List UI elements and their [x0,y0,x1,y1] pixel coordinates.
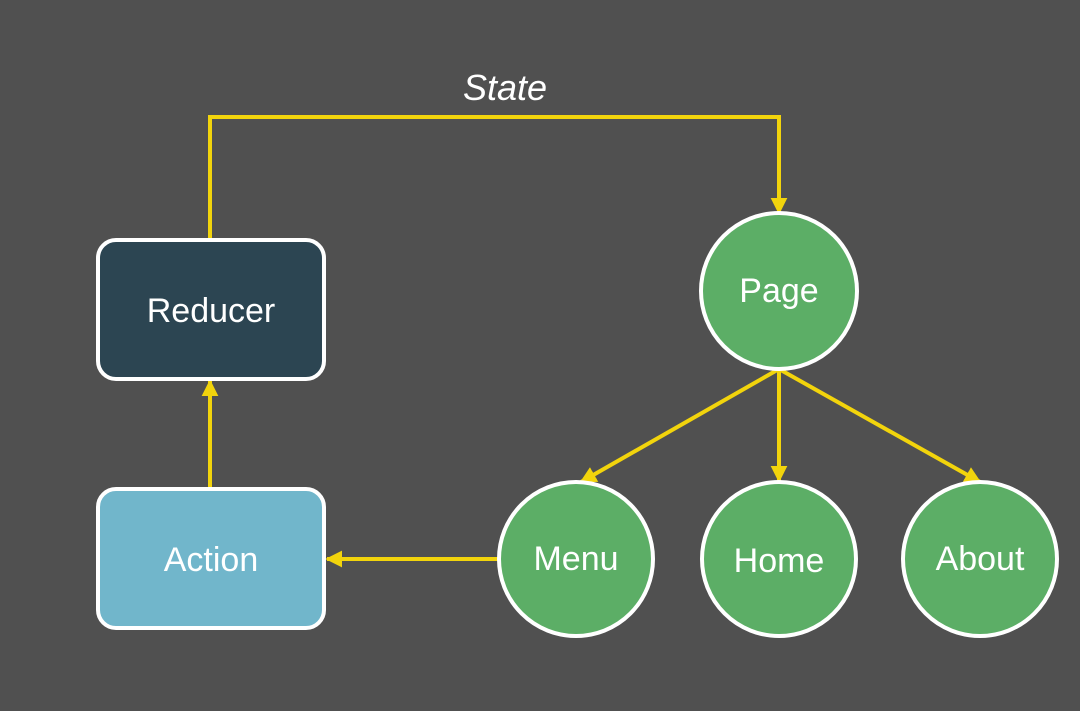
menu-circle [497,480,655,638]
home-node: Home [700,480,858,638]
page-node: Page [699,211,859,371]
reducer-label: Reducer [147,292,276,330]
state-edge-label: State [463,67,547,108]
reducer-box [96,238,326,381]
edge-state-reducer-to-page [208,115,788,240]
menu-node: Menu [497,480,655,638]
page-circle [699,211,859,371]
edge-page-to-about [778,367,982,484]
home-label: Home [734,542,825,580]
reducer-node: Reducer [96,238,326,381]
action-node: Action [96,487,326,630]
edge-page-to-menu [579,367,780,484]
page-label: Page [739,272,818,310]
about-circle [901,480,1059,638]
menu-label: Menu [533,540,618,578]
action-box [96,487,326,630]
home-circle [700,480,858,638]
action-label: Action [164,541,259,579]
edges [201,115,982,568]
about-node: About [901,480,1059,638]
about-label: About [936,540,1025,578]
